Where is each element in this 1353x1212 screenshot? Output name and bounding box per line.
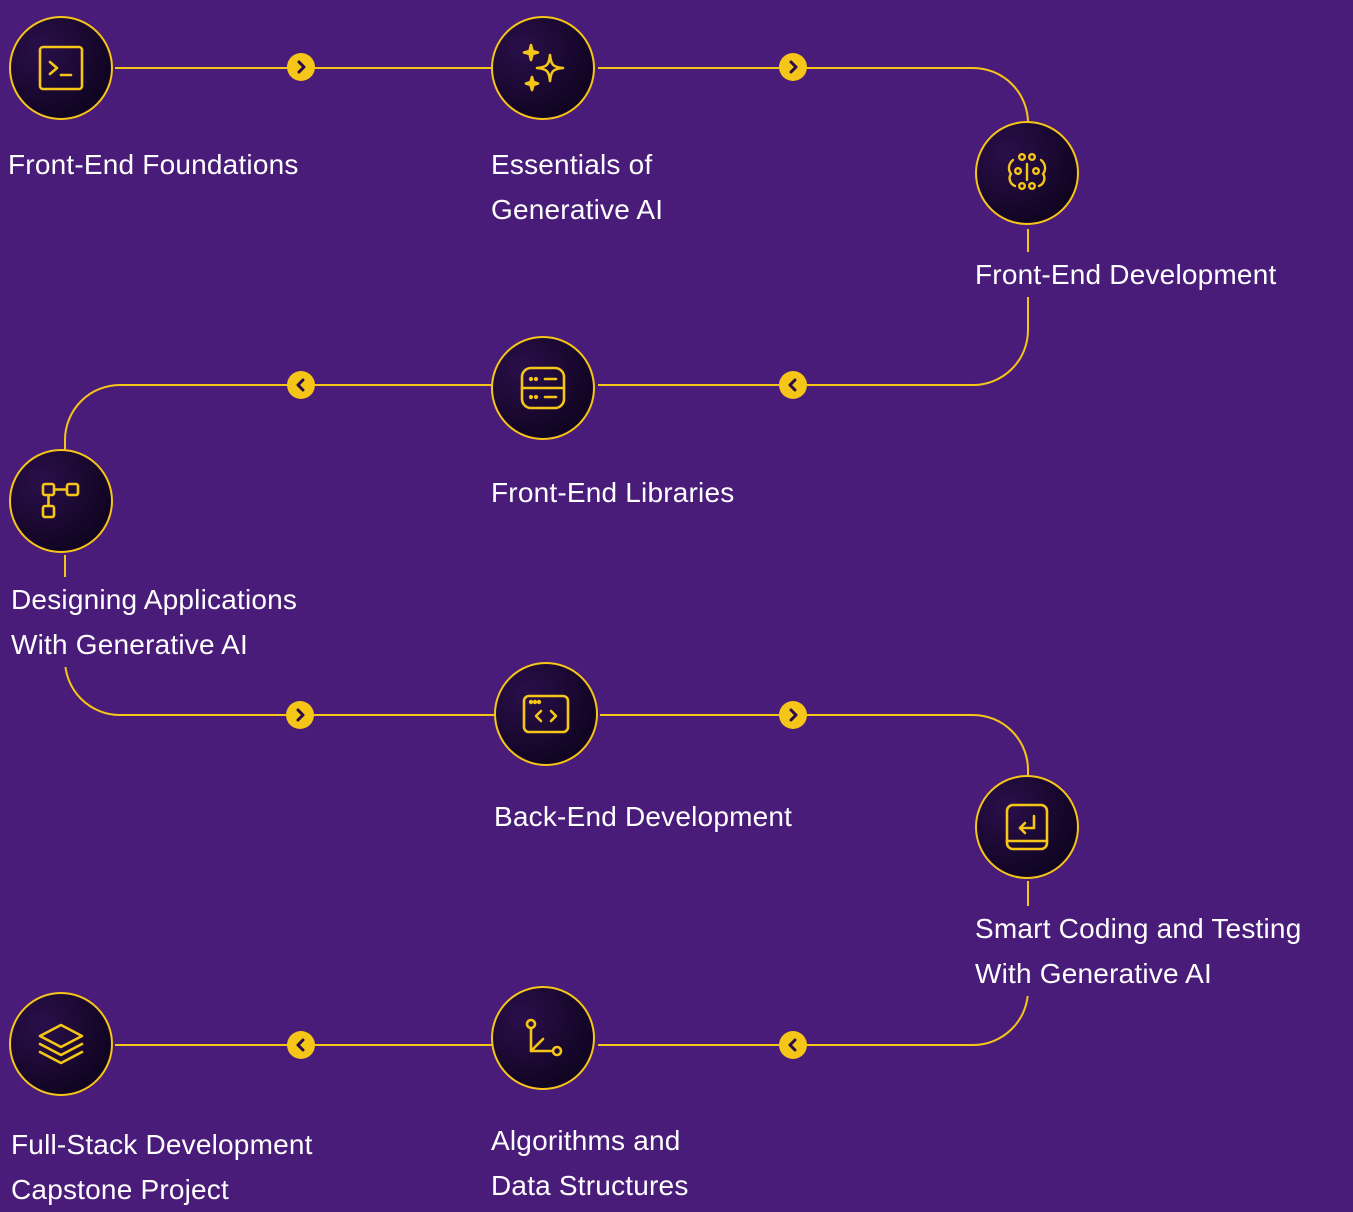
step-node [975,775,1079,879]
step-node [9,449,113,553]
step-label: Back-End Development [494,794,795,839]
step-label-line: With Generative AI [975,958,1213,989]
connector-arrow-left-icon [779,371,807,399]
step-node [494,662,598,766]
connector-arrow-left-icon [287,371,315,399]
step-label-line: Front-End Libraries [491,477,735,508]
step-node [975,121,1079,225]
connector-arrow-left-icon [287,1031,315,1059]
step-label-line: Data Structures [491,1170,689,1201]
step-label-line: With Generative AI [11,629,249,660]
workflow-blocks-icon [41,482,80,519]
step-label: Designing Applications With Generative A… [11,577,300,667]
connector-arrow-left-icon [779,1031,807,1059]
step-label-line: Front-End Foundations [8,149,299,180]
step-label: Front-End Foundations [8,142,301,187]
step-label-line: Capstone Project [11,1174,229,1205]
connector-arrow-right-icon [287,53,315,81]
step-label-line: Back-End Development [494,801,793,832]
step-label: Front-End Libraries [491,470,737,515]
code-window-icon [522,694,570,734]
step-label-line: Smart Coding and Testing [975,913,1302,944]
step-label-line: Designing Applications [11,584,298,615]
sparkles-icon [522,43,565,92]
step-label: Algorithms and Data Structures [491,1118,691,1208]
step-label-line: Full-Stack Development [11,1129,313,1160]
connector-arrow-right-icon [779,53,807,81]
graph-axes-icon [525,1018,563,1057]
step-label: Front-End Development [975,252,1279,297]
step-node [491,986,595,1090]
connector-arrow-right-icon [286,701,314,729]
step-node [491,16,595,120]
step-node [491,336,595,440]
step-label-line: Essentials of [491,149,653,180]
ai-brain-icon [1007,152,1047,191]
enter-key-icon [1005,803,1049,851]
step-label-line: Algorithms and [491,1125,681,1156]
step-node [9,16,113,120]
library-panel-icon [520,366,566,410]
layers-icon [38,1023,84,1065]
step-node [9,992,113,1096]
terminal-icon [38,45,84,91]
step-label-line: Front-End Development [975,259,1277,290]
step-label-line: Generative AI [491,194,664,225]
step-label: Full-Stack Development Capstone Project [11,1122,315,1212]
connector-arrow-right-icon [779,701,807,729]
step-label: Smart Coding and Testing With Generative… [975,906,1304,996]
step-label: Essentials of Generative AI [491,142,666,232]
